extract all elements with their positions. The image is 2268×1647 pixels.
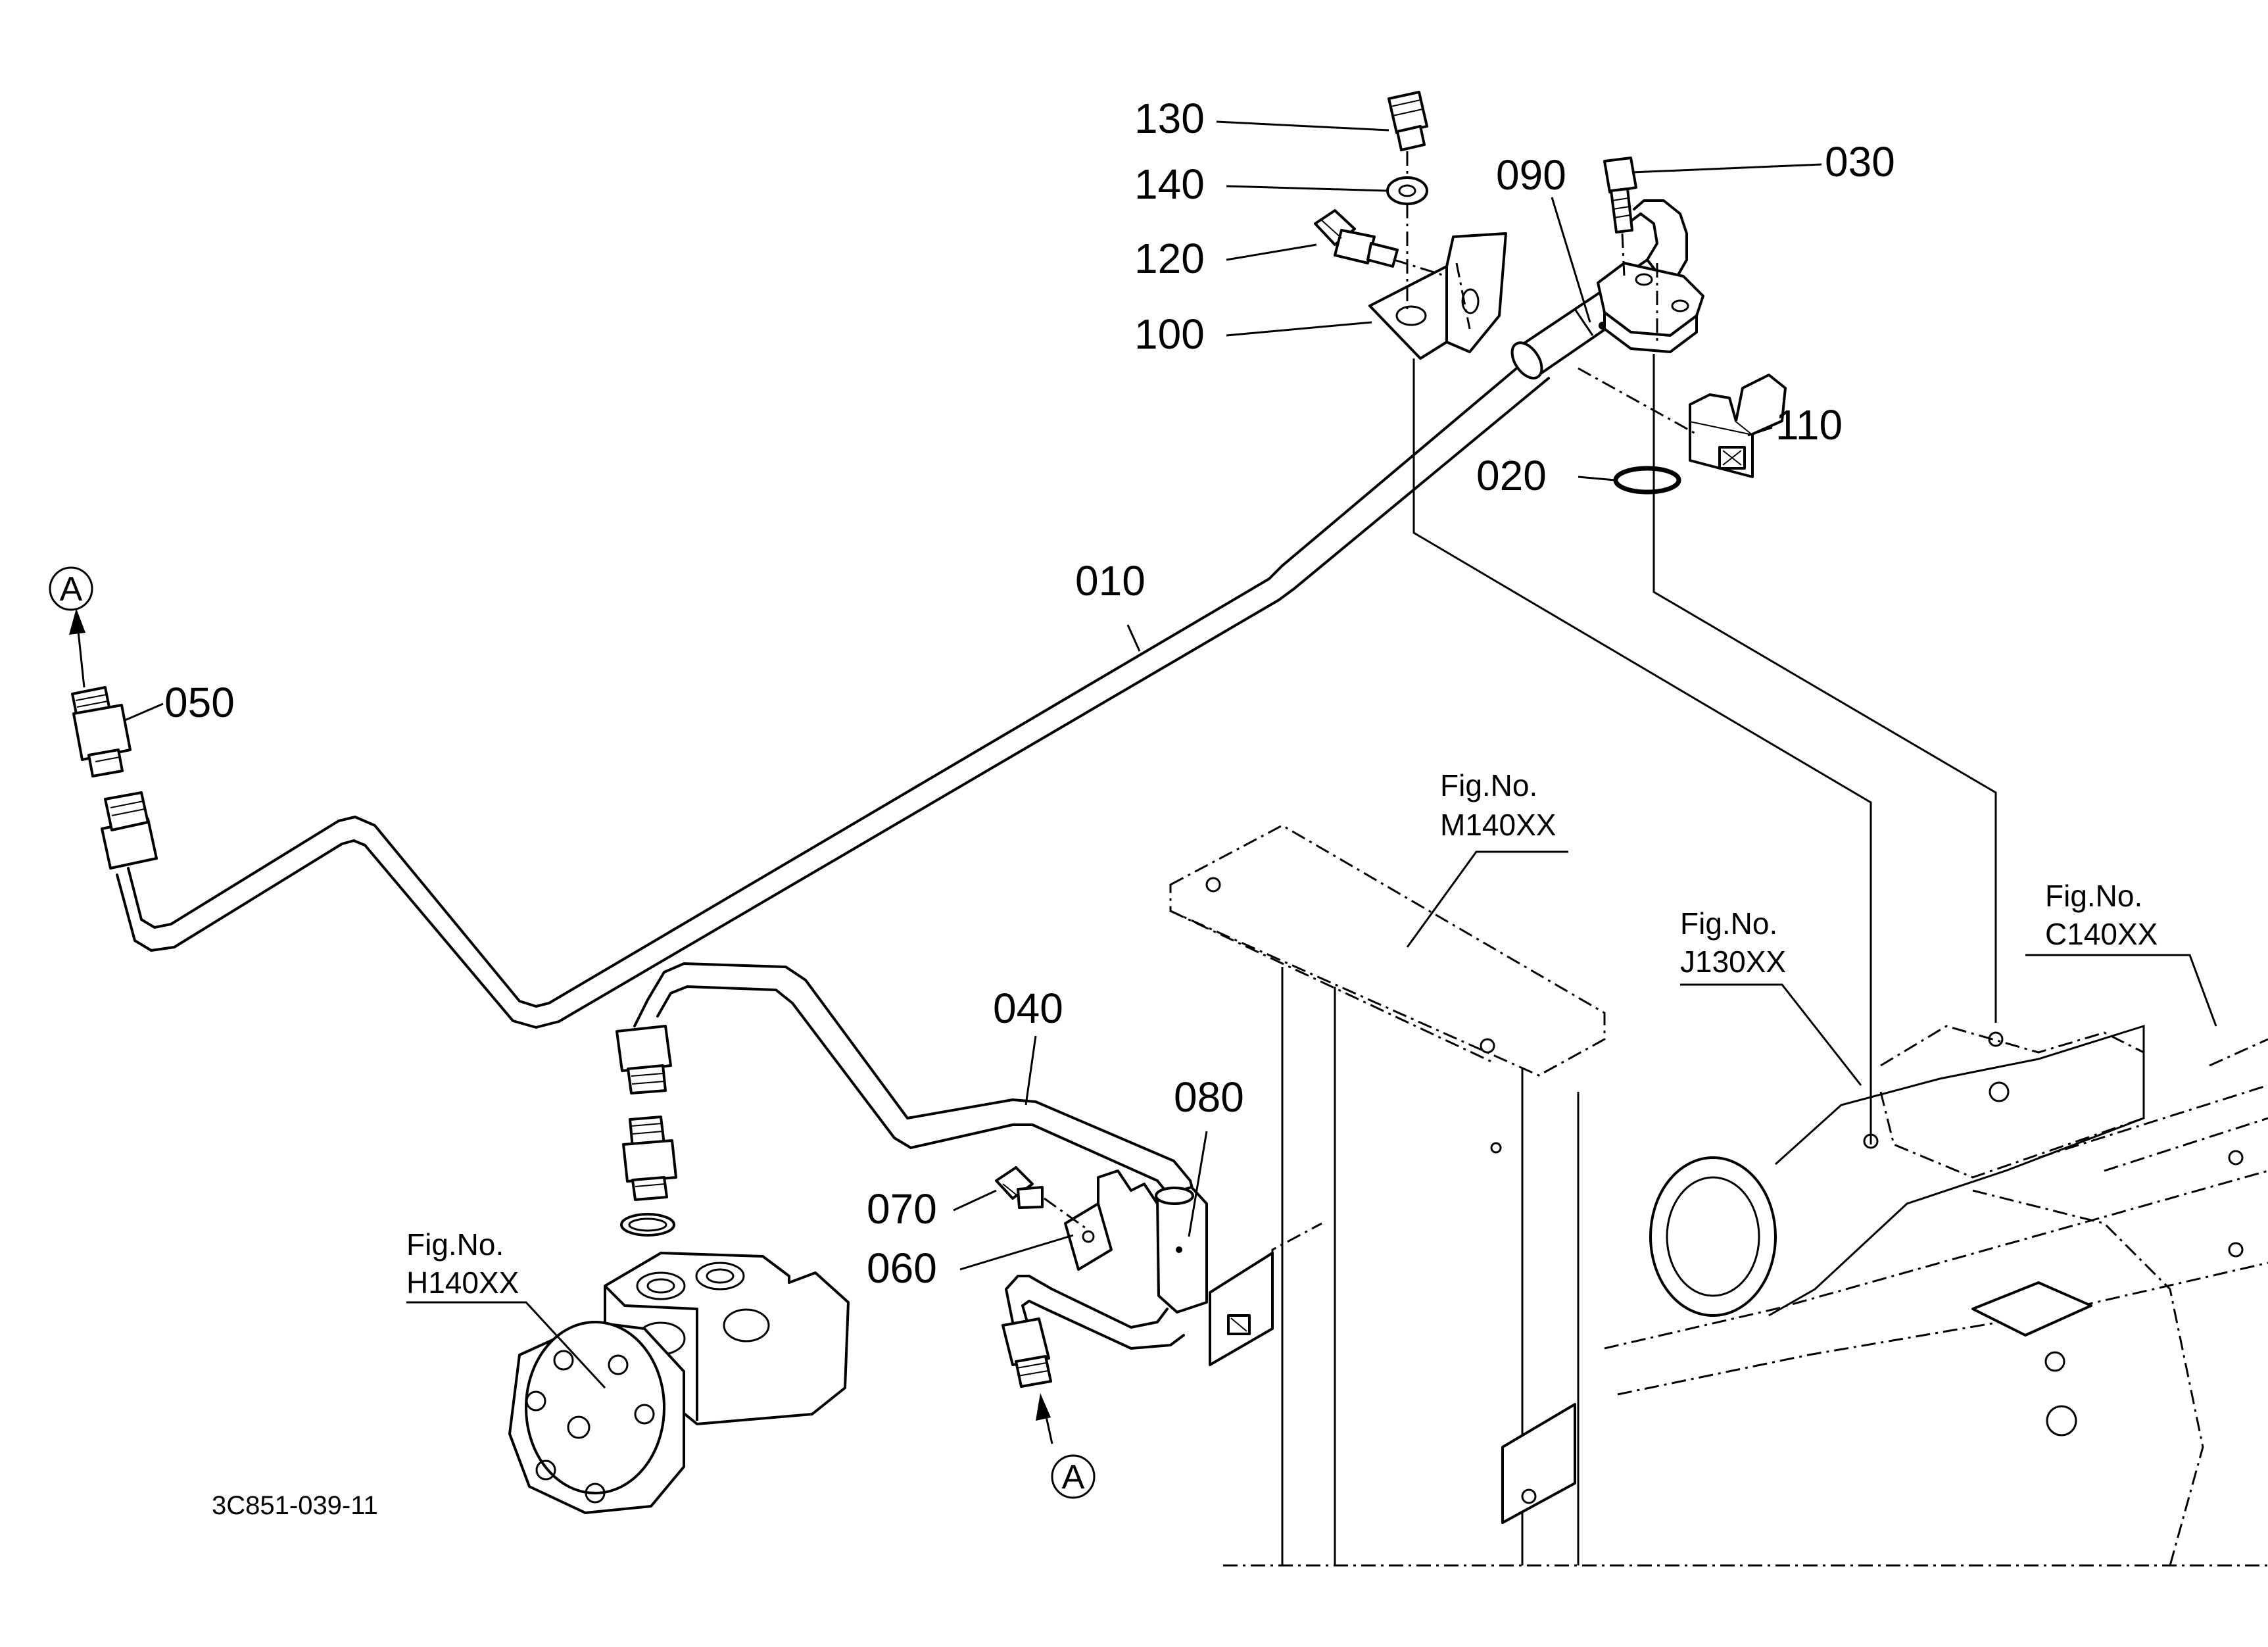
label-130: 130 (1134, 95, 1205, 142)
label-110: 110 (1775, 401, 1843, 449)
fig-ref-j130-code: J130XX (1680, 945, 1786, 979)
label-080: 080 (1174, 1073, 1244, 1121)
frame-m140 (1169, 824, 2268, 1567)
connector-050 (71, 686, 132, 777)
sleeve-080 (1155, 1186, 1208, 1314)
label-050: 050 (164, 679, 235, 726)
arrow-to-callout-a-top: A (49, 566, 93, 688)
fig-ref-c140-code: C140XX (2045, 917, 2158, 951)
leader-lines (124, 120, 2217, 1389)
adapter-fitting (620, 1116, 677, 1237)
label-120: 120 (1134, 235, 1205, 282)
label-020: 020 (1476, 452, 1547, 499)
fig-ref-m140-prefix: Fig.No. (1440, 768, 1537, 802)
arrow-to-callout-a-bottom: A (1036, 1393, 1096, 1499)
clamp-060 (1064, 1169, 1159, 1271)
callout-a-bottom-letter: A (1062, 1458, 1085, 1496)
fig-ref-j130-prefix: Fig.No. (1680, 906, 1777, 941)
callout-a-top-circle (49, 566, 93, 611)
figure-refs: Fig.No. M140XX Fig.No. J130XX Fig.No. C1… (406, 768, 2158, 1300)
clamp-110 (1578, 367, 1787, 478)
pipe-040 (633, 962, 1199, 1221)
washer-140 (1386, 151, 1428, 309)
callout-a-bottom-circle (1051, 1454, 1096, 1499)
fig-ref-h140-code: H140XX (406, 1266, 519, 1300)
label-090: 090 (1496, 151, 1566, 199)
label-060: 060 (867, 1244, 937, 1292)
mounting-plate (1209, 1252, 1274, 1366)
fig-ref-h140-prefix: Fig.No. (406, 1227, 504, 1262)
drawing-code: 3C851-039-11 (212, 1491, 378, 1520)
callout-a-top-letter: A (60, 570, 83, 608)
label-040: 040 (993, 985, 1063, 1032)
pipe-040-return (1005, 1275, 1185, 1350)
plug-130 (1387, 91, 1428, 151)
fitting-120 (1314, 209, 1447, 278)
part-labels: 130 140 120 100 090 030 110 020 010 050 … (164, 95, 1895, 1292)
label-070: 070 (867, 1185, 937, 1233)
bracket-100 (1368, 232, 1507, 360)
fig-ref-m140-code: M140XX (1440, 808, 1556, 842)
bolt-030 (1603, 157, 1637, 277)
rear-housing (1604, 1024, 2268, 1566)
label-100: 100 (1134, 310, 1205, 358)
fig-ref-c140-prefix: Fig.No. (2045, 879, 2142, 913)
label-010: 010 (1075, 557, 1146, 604)
fitting-040-left (615, 1025, 672, 1094)
valve-bolts (525, 1350, 655, 1504)
label-140: 140 (1134, 160, 1205, 208)
label-030: 030 (1825, 138, 1895, 185)
fitting-bottom (1001, 1317, 1052, 1388)
steering-valve (508, 1252, 850, 1514)
fitting-pipe-left-end (101, 791, 158, 870)
o-ring-020 (1613, 466, 1681, 495)
reference-lines (1412, 354, 1997, 1144)
pipe-010 (116, 354, 1550, 1029)
bolt-070 (995, 1166, 1089, 1231)
flange-block (1597, 262, 1704, 353)
